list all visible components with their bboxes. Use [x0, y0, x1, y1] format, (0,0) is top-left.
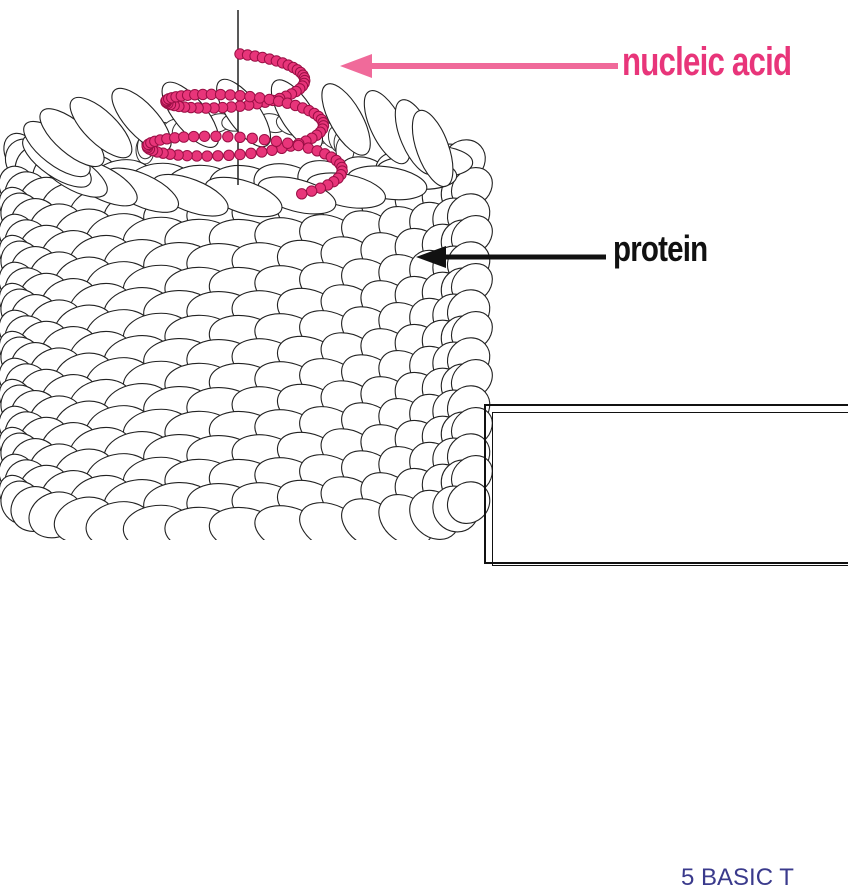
nucleotide-bead [297, 189, 307, 199]
nucleotide-bead [199, 131, 209, 141]
protein-arrow [416, 246, 606, 268]
nucleotide-bead [192, 151, 202, 161]
nucleotide-bead [235, 149, 245, 159]
nucleotide-bead [246, 148, 256, 158]
nucleotide-bead [264, 94, 274, 104]
nucleotide-bead [213, 151, 223, 161]
info-box-title: 5 BASIC T [681, 864, 794, 892]
nucleotide-bead [235, 90, 245, 100]
nucleotide-bead [179, 132, 189, 142]
nucleotide-bead [257, 147, 267, 157]
nucleotide-bead [215, 89, 225, 99]
nucleic-arrow [340, 54, 618, 78]
nucleotide-bead [247, 133, 257, 143]
nucleotide-bead [224, 150, 234, 160]
info-box: 5 BASIC T [484, 404, 848, 564]
nucleotide-bead [202, 151, 212, 161]
nucleotide-bead [293, 140, 303, 150]
nucleotide-bead [282, 138, 292, 148]
nucleic-acid-label: nucleic acid [622, 40, 791, 85]
nucleotide-bead [189, 131, 199, 141]
nucleotide-bead [235, 132, 245, 142]
nucleotide-bead [271, 136, 281, 146]
nucleotide-bead [259, 134, 269, 144]
nucleotide-bead [223, 131, 233, 141]
nucleotide-bead [255, 93, 265, 103]
nucleotide-bead [211, 131, 221, 141]
info-box-inner-border [492, 412, 848, 566]
nucleotide-bead [245, 91, 255, 101]
nucleotide-bead [306, 186, 316, 196]
protein-label: protein [613, 228, 707, 270]
nucleotide-bead [225, 90, 235, 100]
